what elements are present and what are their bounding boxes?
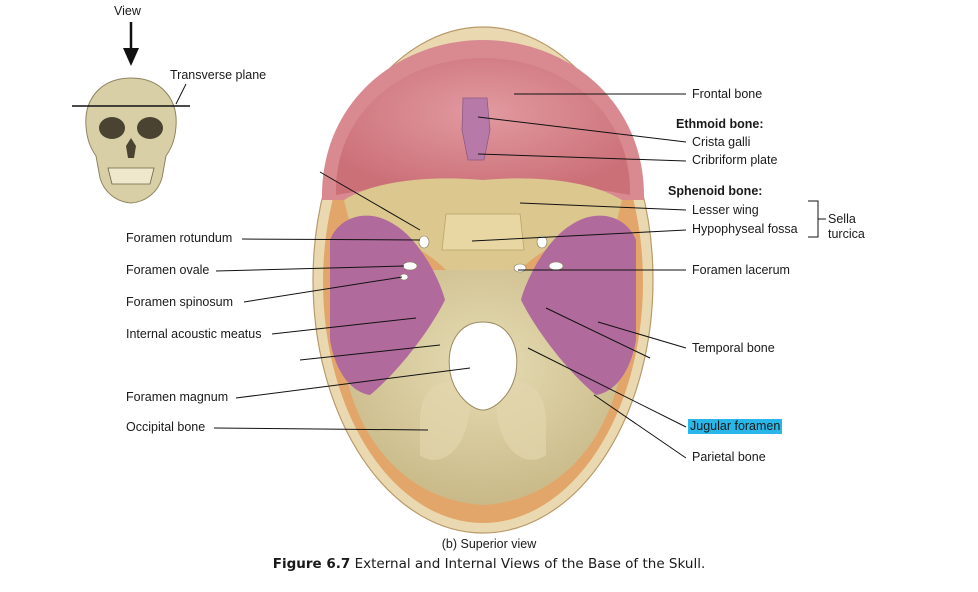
leader-internal-acoustic-meatus bbox=[271, 317, 417, 335]
inset-nasal-cavity bbox=[126, 138, 136, 158]
foramen-magnum-opening bbox=[448, 321, 518, 411]
label-sphenoid-heading: Sphenoid bone: bbox=[668, 184, 763, 198]
label-cribriform-plate: Cribriform plate bbox=[692, 153, 778, 167]
leader-jugular-foramen bbox=[527, 347, 687, 428]
temporal-bone-left bbox=[330, 215, 445, 395]
leader-unlabeled-left bbox=[299, 344, 441, 361]
inset-right-orbit bbox=[137, 117, 163, 139]
label-jugular-foramen: Jugular foramen bbox=[688, 419, 783, 434]
label-crista-galli: Crista galli bbox=[692, 135, 751, 149]
label-occipital-bone: Occipital bone bbox=[126, 420, 206, 434]
leader-parietal-bone bbox=[593, 394, 687, 459]
label-foramen-lacerum: Foramen lacerum bbox=[692, 263, 790, 277]
occipital-fossa-left bbox=[420, 382, 470, 460]
label-lesser-wing: Lesser wing bbox=[692, 203, 759, 217]
view-arrow-head bbox=[123, 48, 139, 66]
leader-lines bbox=[213, 93, 826, 459]
leader-foramen-spinosum bbox=[243, 276, 403, 303]
label-foramen-magnum: Foramen magnum bbox=[126, 390, 229, 404]
label-foramen-ovale: Foramen ovale bbox=[126, 263, 210, 277]
leader-foramen-magnum bbox=[235, 367, 471, 399]
inset-left-orbit bbox=[99, 117, 125, 139]
foramen-lacerum-right bbox=[513, 263, 527, 273]
foramen-rotundum-left bbox=[418, 235, 430, 249]
leader-hypophyseal-fossa bbox=[471, 229, 687, 242]
label-foramen-spinosum: Foramen spinosum bbox=[126, 295, 233, 309]
leader-temporal-bone bbox=[597, 321, 687, 349]
inset-plane-leader bbox=[175, 83, 187, 105]
leader-unlabeled-right bbox=[545, 307, 651, 359]
label-foramen-rotundum: Foramen rotundum bbox=[126, 231, 233, 245]
foramen-ovale-left bbox=[402, 261, 418, 271]
leader-occipital-bone bbox=[213, 427, 429, 431]
foramen-ovale-right bbox=[548, 261, 564, 271]
figure-caption-text: External and Internal Views of the Base … bbox=[350, 556, 706, 572]
leader-crista-galli bbox=[477, 116, 687, 143]
transverse-plane-label: Transverse plane bbox=[170, 68, 267, 82]
leader-foramen-ovale bbox=[215, 265, 405, 272]
temporal-bone-right bbox=[521, 215, 636, 395]
leader-cribriform-plate bbox=[477, 153, 687, 162]
leader-foramen-rotundum bbox=[241, 238, 421, 241]
foramen-rotundum-right bbox=[536, 235, 548, 249]
view-label: View bbox=[114, 4, 141, 18]
label-ethmoid-heading: Ethmoid bone: bbox=[676, 117, 764, 131]
label-parietal-bone: Parietal bone bbox=[692, 450, 766, 464]
leader-lesser-wing bbox=[519, 202, 687, 211]
figure-caption: Figure 6.7 External and Internal Views o… bbox=[0, 556, 978, 572]
figure-number: Figure 6.7 bbox=[272, 556, 351, 572]
label-sella-turcica: Sella turcica bbox=[828, 212, 865, 241]
subcaption: (b) Superior view bbox=[441, 537, 537, 551]
label-temporal-bone: Temporal bone bbox=[692, 341, 775, 355]
ethmoid-bone-region bbox=[461, 97, 491, 161]
leader-unlabeled-top-left bbox=[319, 171, 421, 231]
skull-base bbox=[312, 26, 654, 534]
label-hypophyseal-fossa: Hypophyseal fossa bbox=[692, 222, 798, 236]
label-internal-acoustic-meatus: Internal acoustic meatus bbox=[126, 327, 262, 341]
label-frontal-bone: Frontal bone bbox=[692, 87, 763, 101]
occipital-fossa-right bbox=[496, 382, 546, 460]
sella-turcica-region bbox=[441, 213, 525, 251]
sella-turcica-bracket bbox=[808, 200, 819, 238]
inset-teeth bbox=[107, 167, 155, 185]
inset-skull bbox=[72, 22, 190, 204]
